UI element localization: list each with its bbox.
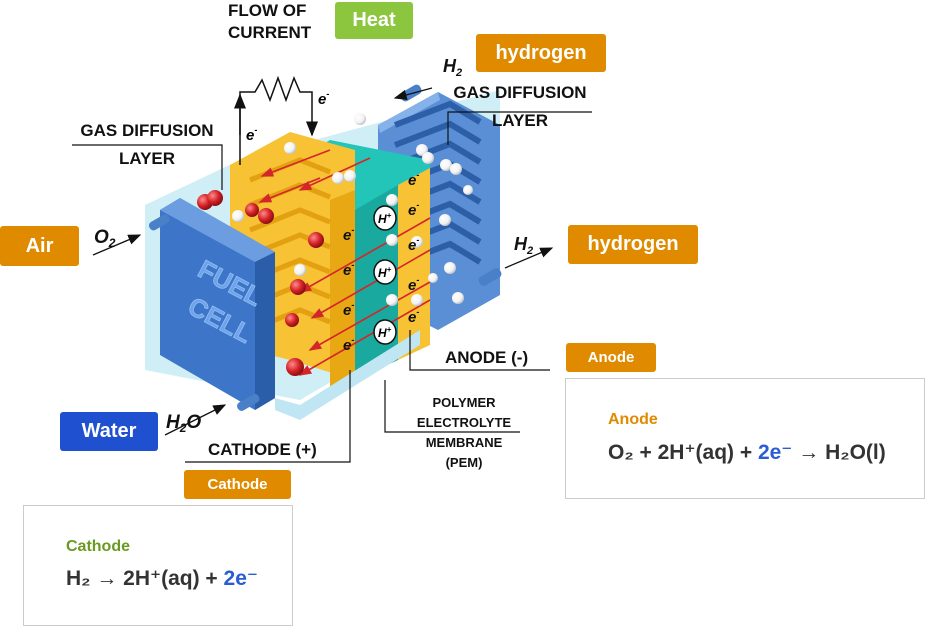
svg-text:e-: e- [343,260,354,279]
air-in-arrow [92,234,142,256]
anode-equation: O₂ + 2H⁺(aq) + 2e⁻ → H₂O(l) [608,440,886,465]
hydrogen-outlet-pipe [478,268,502,286]
svg-text:e-: e- [343,225,354,244]
cathode-equation-title: Cathode [66,538,130,555]
svg-text:e-: e- [408,200,419,219]
anode-equation-rhs: → H₂O(l) [792,441,886,464]
protons: H+ H+ H+ [373,205,397,345]
water-outlet-pipe [237,394,260,411]
external-circuit [234,75,318,165]
pem-line1: POLYMER [432,395,496,410]
pem-label: POLYMER ELECTROLYTE MEMBRANE (PEM) [400,393,528,473]
anode-equation-electrons: 2e⁻ [757,441,793,464]
gas-diffusion-right-line1: GAS DIFFUSION [453,83,587,102]
anode-equation-lhs: O₂ + 2H⁺(aq) + [608,441,758,464]
cathode-equation-electrons: 2e⁻ [223,567,258,590]
reaction-arrows [258,149,431,376]
o2-formula: O2 [94,227,116,250]
gas-diffusion-left-line1: GAS DIFFUSION [80,121,214,140]
hydrogen-top-tag: hydrogen [476,34,606,72]
svg-text:e-: e- [343,300,354,319]
svg-text:e-: e- [408,307,419,326]
flow-of-current-line1: FLOW OF [228,1,307,20]
anode-equation-box: Anode O₂ + 2H⁺(aq) + 2e⁻ → H₂O(l) [565,378,925,499]
pem-line4: (PEM) [445,455,483,470]
gas-diffusion-left-label: GAS DIFFUSION LAYER [72,120,222,170]
electrons: e- e- e- e- e- e- e- e- e- [343,170,419,354]
hydrogen-right-tag: hydrogen [568,225,698,264]
cathode-tag: Cathode [184,470,291,499]
gas-diffusion-right-label: GAS DIFFUSION LAYER [446,82,594,132]
h2-top-formula: H2 [443,56,462,79]
svg-text:e-: e- [343,335,354,354]
svg-text:e-: e- [408,170,419,189]
h2-right-formula: H2 [514,234,533,257]
anode-catalyst [398,168,430,360]
air-tag: Air [0,226,79,266]
cathode-equation-lhs: H₂ → 2H⁺(aq) + [66,567,224,590]
hydrogen-out-arrow [504,247,554,269]
svg-text:e-: e- [408,235,419,254]
h2o-formula: H2O [166,412,201,435]
water-out-arrow [164,404,227,436]
anode-label: ANODE (-) [445,348,529,367]
svg-text:e-: e- [408,275,419,294]
heat-tag: Heat [335,2,413,39]
pem-line2: ELECTROLYTE [416,415,512,430]
cathode-equation: H₂ → 2H⁺(aq) + 2e⁻ [66,566,258,591]
gas-diffusion-right-line2: LAYER [491,111,549,130]
hydrogen-in-arrow [393,87,433,100]
circuit-electron-left: e- [246,125,257,144]
molecules [197,113,473,376]
gas-diffusion-left-line2: LAYER [118,149,176,168]
flow-of-current-line2: CURRENT [228,23,312,42]
hydrogen-inlet-pipe [400,84,422,102]
leader-lines [72,111,592,463]
flow-of-current-label: FLOW OF CURRENT [228,0,323,44]
circuit-electron-right: e- [318,89,329,108]
anode-equation-title: Anode [608,411,658,428]
cathode-label: CATHODE (+) [208,440,317,459]
water-tag: Water [60,412,158,451]
pem-line3: MEMBRANE [425,435,503,450]
air-inlet-pipe [148,214,170,231]
cathode-equation-box: Cathode H₂ → 2H⁺(aq) + 2e⁻ [23,505,293,626]
anode-tag: Anode [566,343,656,372]
